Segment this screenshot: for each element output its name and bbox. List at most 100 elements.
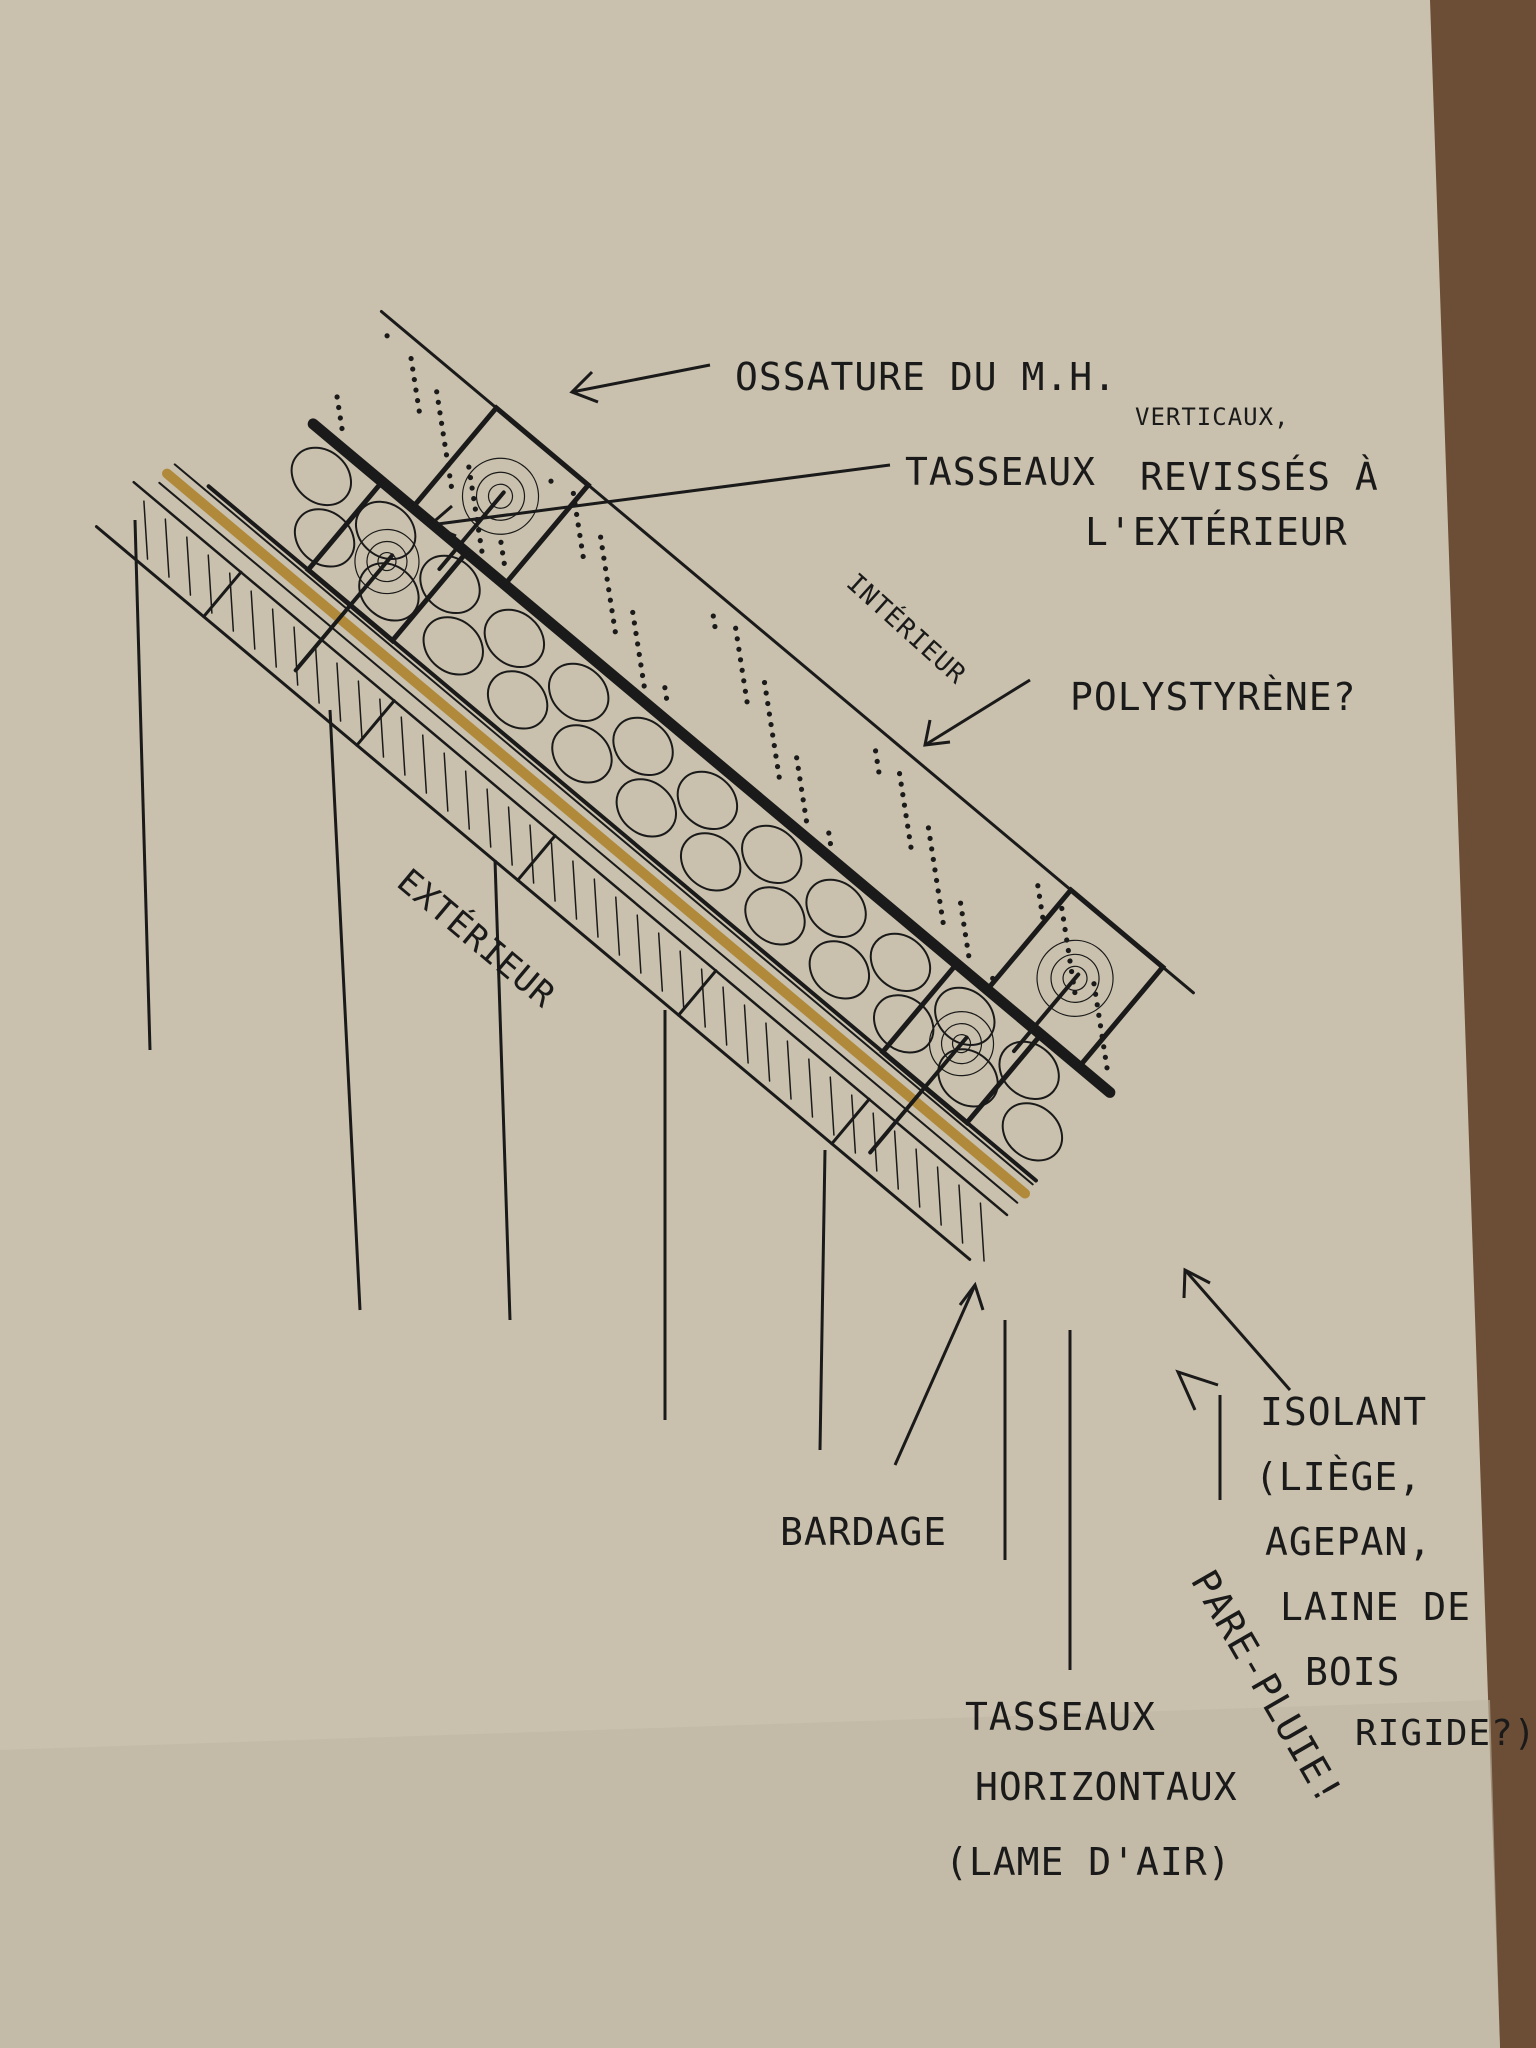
wood-grain-stroke <box>657 932 664 992</box>
wood-grain-stroke <box>593 878 599 938</box>
plaster-dot <box>1060 916 1067 922</box>
plaster-dot <box>611 618 617 624</box>
plaster-dot <box>896 771 903 777</box>
plaster-dot <box>1067 958 1073 964</box>
paper <box>0 0 1500 2048</box>
insulation-bubble <box>548 662 610 723</box>
wood-grain-stroke <box>829 1076 835 1136</box>
plaster-dot <box>663 695 670 701</box>
wood-grain-stroke <box>679 950 685 1010</box>
plaster-dot <box>472 506 478 512</box>
plaster-dot <box>662 685 668 691</box>
plaster-dot <box>763 690 769 696</box>
plaster-dot <box>802 807 808 813</box>
plaster-dot <box>602 566 609 572</box>
plaster-dot <box>442 441 448 447</box>
plaster-dot <box>578 543 585 549</box>
insulation-bubble <box>290 446 352 507</box>
plaster-dot <box>961 921 967 927</box>
plaster-dot <box>415 397 421 404</box>
plaster-dot <box>874 758 880 765</box>
board-joint <box>677 969 718 1017</box>
wood-grain-stroke <box>464 770 471 830</box>
plaster-dot <box>438 420 445 426</box>
wood-grain-stroke <box>872 1112 878 1172</box>
plaster-dot <box>927 835 933 842</box>
plaster-dot <box>795 765 801 771</box>
plaster-dot <box>1101 1044 1107 1050</box>
insulation-bubble <box>422 616 484 676</box>
board-joint <box>516 834 557 882</box>
plaster-dot <box>443 452 450 458</box>
label-tasseaux-verticaux-3: L'EXTÉRIEUR <box>1085 510 1348 554</box>
label-tasseaux-verticaux-2: REVISSÉS À <box>1140 455 1379 499</box>
plaster-dot <box>898 781 904 787</box>
plaster-dot <box>773 753 779 759</box>
plaster-dot <box>636 651 642 658</box>
label-tasseaux-horizontaux-2: HORIZONTAUX <box>975 1765 1238 1809</box>
hanging-lines <box>133 519 1072 1670</box>
plaster-dot <box>631 620 637 626</box>
wood-grain-stroke <box>293 626 299 686</box>
plaster-dot <box>434 389 440 395</box>
wall-section-drawing <box>94 309 1195 1262</box>
wood-grain-stroke <box>379 698 385 758</box>
plaster-dot <box>471 495 477 502</box>
plaster-dot <box>908 844 914 850</box>
wood-grain-stroke <box>400 716 406 776</box>
paper-fold-shadow <box>0 1700 1500 2048</box>
plaster-dot <box>408 355 414 362</box>
plaster-dot <box>900 792 906 798</box>
wood-grain-stroke <box>164 518 170 578</box>
plaster-dot <box>901 802 908 808</box>
plaster-dot <box>768 721 774 728</box>
plaster-dot <box>959 911 965 917</box>
plaster-dot <box>903 813 909 819</box>
plaster-dot <box>500 550 506 556</box>
label-isolant-5: BOIS <box>1305 1650 1401 1694</box>
plaster-dot <box>736 646 742 652</box>
label-isolant-4: LAINE DE <box>1280 1585 1471 1629</box>
plaster-dot <box>498 539 504 545</box>
label-tasseaux-verticaux-1: TASSEAUX <box>905 450 1096 494</box>
plaster-dot <box>599 545 605 551</box>
plaster-dot <box>929 846 935 852</box>
wood-grain-stroke <box>443 752 449 812</box>
plaster-dot <box>933 877 940 884</box>
plaster-dot <box>601 555 607 561</box>
label-isolant-3: AGEPAN, <box>1265 1520 1432 1564</box>
wood-grain-stroke <box>850 1094 857 1154</box>
plaster-dot <box>337 415 343 421</box>
wood-grain-stroke <box>507 806 513 866</box>
wood-grain-stroke <box>722 986 728 1046</box>
plaster-dot <box>413 387 419 393</box>
plaster-dot <box>339 425 345 432</box>
plaster-dot <box>906 834 912 840</box>
wood-grain-stroke <box>893 1130 900 1190</box>
plaster-dot <box>737 657 744 663</box>
plaster-dot <box>440 431 446 437</box>
plaster-dot <box>606 587 612 593</box>
wood-grain-stroke <box>357 680 363 740</box>
plaster-dot <box>742 688 749 694</box>
plaster-dot <box>872 748 879 754</box>
plaster-dot <box>761 679 768 686</box>
plaster-dot <box>384 333 390 339</box>
screws <box>293 490 1081 1155</box>
wood-grain-stroke <box>336 662 342 722</box>
wood-grain-stroke <box>529 824 535 884</box>
plaster-dot <box>932 867 938 873</box>
plaster-dot <box>1094 1002 1100 1008</box>
plaster-dot <box>800 797 806 803</box>
insulation-bubble <box>679 832 742 892</box>
label-tasseaux-horizontaux-1: TASSEAUX <box>965 1695 1156 1739</box>
plaster-dot <box>1091 981 1097 987</box>
plaster-dot <box>641 683 647 689</box>
plaster-dot <box>935 888 941 894</box>
wood-grain-stroke <box>936 1166 942 1226</box>
plaster-dot <box>770 732 776 738</box>
insulation-bubble <box>612 716 674 777</box>
plaster-dot <box>710 613 716 619</box>
plaster-dot <box>1036 893 1043 899</box>
